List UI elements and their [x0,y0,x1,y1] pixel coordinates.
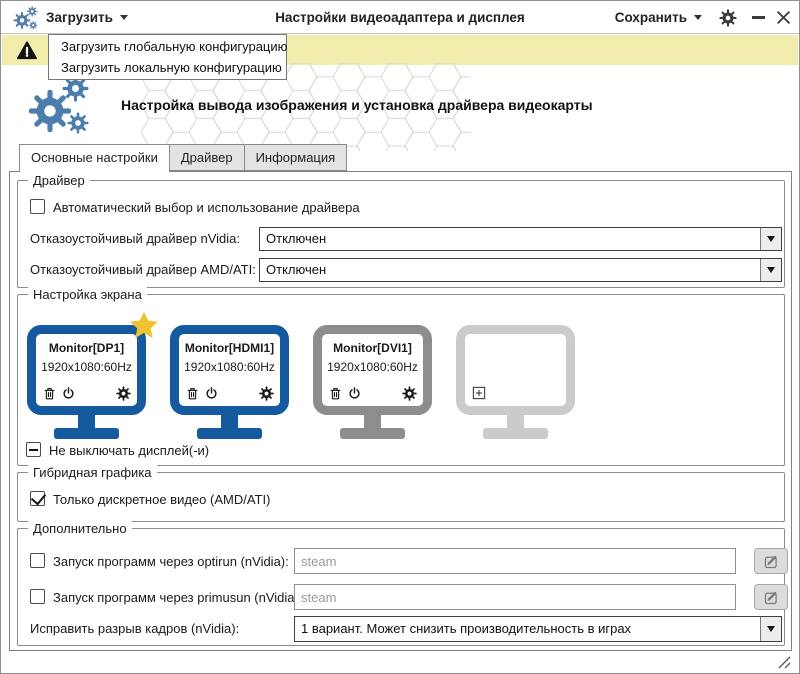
amd-failsafe-label: Отказоустойчивый драйвер AMD/ATI: [30,262,256,277]
add-monitor-icon[interactable] [471,385,487,401]
dropdown-arrow-icon [760,617,781,641]
settings-gear-icon[interactable] [719,9,737,27]
delete-monitor-icon[interactable] [328,386,343,401]
tab-information[interactable]: Информация [244,144,348,171]
group-screen: Настройка экрана Monitor[DP1] 1920x1080:… [17,287,785,466]
keep-display-on-label: Не выключать дисплей(-и) [49,443,210,458]
save-menu-button[interactable]: Сохранить [615,1,702,34]
gears-logo-icon [27,75,93,135]
delete-monitor-icon[interactable] [42,386,57,401]
tearfix-label: Исправить разрыв кадров (nVidia): [30,621,240,636]
power-toggle-icon[interactable] [61,386,76,401]
monitor-settings-icon[interactable] [116,386,131,401]
resize-grip-icon[interactable] [777,656,791,669]
optirun-edit-button[interactable] [754,548,788,574]
menu-item-load-global[interactable]: Загрузить глобальную конфигурацию [61,39,288,54]
primusun-input[interactable] [294,584,736,610]
optirun-label: Запуск программ через optirun (nVidia): [53,554,289,569]
discrete-video-label: Только дискретное видео (AMD/ATI) [53,492,271,507]
monitor-frame: Monitor[DVI1] 1920x1080:60Hz [313,325,432,415]
primusun-checkbox[interactable] [30,589,45,604]
primusun-label: Запуск программ через primusun (nVidia): [53,590,303,605]
nvidia-failsafe-value: Отключен [266,231,327,246]
monitor-card-empty[interactable] [456,325,575,445]
minimize-button[interactable] [752,16,765,19]
monitor-mode: 1920x1080:60Hz [41,360,132,374]
dropdown-arrow-icon [760,259,781,281]
warning-triangle-icon [16,41,38,60]
monitor-frame [456,325,575,415]
pencil-square-icon [763,553,780,570]
group-hybrid-title: Гибридная графика [28,465,157,480]
keep-display-on-checkbox[interactable] [26,442,41,457]
monitor-stand [78,415,95,429]
monitor-name: Monitor[HDMI1] [184,341,275,355]
monitor-settings-icon[interactable] [259,386,274,401]
monitor-stand [507,415,524,429]
page-title: Настройка вывода изображения и установка… [121,97,593,113]
monitor-base [54,428,119,439]
group-extra-title: Дополнительно [28,521,132,536]
power-toggle-icon[interactable] [204,386,219,401]
monitor-base [340,428,405,439]
menu-item-load-local[interactable]: Загрузить локальную конфигурацию [61,60,282,75]
monitor-settings-icon[interactable] [402,386,417,401]
dropdown-arrow-icon [760,228,781,250]
group-hybrid: Гибридная графика Только дискретное виде… [17,465,785,522]
chevron-down-icon [694,15,702,20]
monitor-frame: Monitor[DP1] 1920x1080:60Hz [27,325,146,415]
group-driver-title: Драйвер [28,173,90,188]
group-extra: Дополнительно Запуск программ через opti… [17,521,788,646]
tab-bar: Основные настройки Драйвер Информация [19,144,348,172]
optirun-checkbox[interactable] [30,553,45,568]
monitor-base [197,428,262,439]
primary-star-icon [128,310,160,342]
group-screen-title: Настройка экрана [28,287,147,302]
monitor-name: Monitor[DVI1] [333,341,412,355]
monitor-stand [221,415,238,429]
tearfix-select[interactable]: 1 вариант. Может снизить производительно… [294,616,782,642]
tearfix-value: 1 вариант. Может снизить производительно… [301,621,632,636]
pencil-square-icon [763,589,780,606]
monitor-stand [364,415,381,429]
primusun-edit-button[interactable] [754,584,788,610]
nvidia-failsafe-label: Отказоустойчивый драйвер nVidia: [30,231,240,246]
amd-failsafe-select[interactable]: Отключен [259,258,782,282]
close-button[interactable] [776,10,791,25]
monitor-card-dvi1[interactable]: Monitor[DVI1] 1920x1080:60Hz [313,325,432,445]
auto-driver-label: Автоматический выбор и использование дра… [53,200,360,215]
monitor-mode: 1920x1080:60Hz [327,360,418,374]
load-dropdown-menu: Загрузить глобальную конфигурацию Загруз… [48,34,287,80]
discrete-video-checkbox[interactable] [30,491,45,506]
optirun-input[interactable] [294,548,736,574]
tab-main-settings[interactable]: Основные настройки [19,144,170,172]
toolbar: Загрузить Настройки видеоадаптера и дисп… [1,1,799,34]
nvidia-failsafe-select[interactable]: Отключен [259,227,782,251]
monitor-card-hdmi1[interactable]: Monitor[HDMI1] 1920x1080:60Hz [170,325,289,445]
monitor-base [483,428,548,439]
delete-monitor-icon[interactable] [185,386,200,401]
load-menu-label: Загрузить [46,10,113,25]
monitor-name: Monitor[DP1] [48,341,125,355]
load-menu-button[interactable]: Загрузить [46,1,128,34]
monitor-mode: 1920x1080:60Hz [184,360,275,374]
save-menu-label: Сохранить [614,10,687,25]
monitor-frame: Monitor[HDMI1] 1920x1080:60Hz [170,325,289,415]
tab-driver[interactable]: Драйвер [169,144,245,171]
status-bar [2,651,798,673]
monitor-card-dp1[interactable]: Monitor[DP1] 1920x1080:60Hz [27,325,146,445]
window-title: Настройки видеоадаптера и дисплея [275,10,525,25]
tab-page: Драйвер Автоматический выбор и использов… [9,171,792,651]
auto-driver-checkbox[interactable] [30,199,45,214]
power-toggle-icon[interactable] [347,386,362,401]
amd-failsafe-value: Отключен [266,262,327,277]
group-driver: Драйвер Автоматический выбор и использов… [17,173,785,288]
chevron-down-icon [119,15,128,20]
